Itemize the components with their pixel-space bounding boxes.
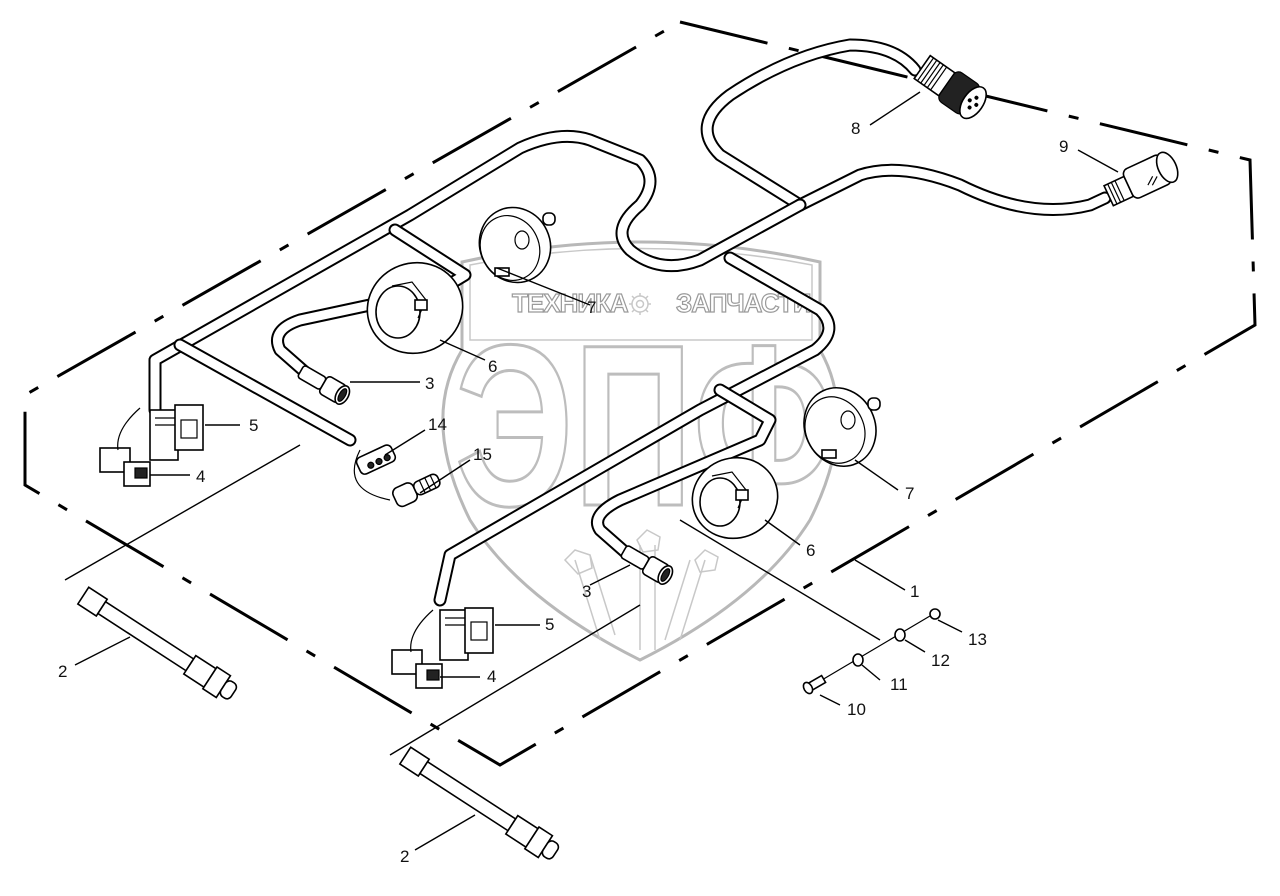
round-connector-part-8	[913, 54, 988, 120]
callout-11[interactable]: 11	[890, 675, 908, 694]
callout-7-upper[interactable]: 7	[587, 298, 596, 317]
callout-7-lower[interactable]: 7	[905, 484, 914, 503]
callout-1[interactable]: 1	[910, 582, 919, 601]
callout-12[interactable]: 12	[931, 651, 950, 670]
callout-2-left[interactable]: 2	[58, 662, 67, 681]
callout-5-upper[interactable]: 5	[249, 416, 258, 435]
nut-part-13	[929, 608, 941, 620]
bulb-socket-part-3-upper	[297, 365, 351, 405]
connector-plug-part-4-lower	[391, 609, 443, 689]
sensor-part-2-left	[76, 586, 238, 700]
callout-9[interactable]: 9	[1059, 137, 1068, 156]
callout-6-upper[interactable]: 6	[488, 357, 497, 376]
connector-plug-part-4-upper	[99, 407, 151, 487]
sensor-part-2-bottom	[398, 746, 560, 860]
callout-5-lower[interactable]: 5	[545, 615, 554, 634]
watermark-left-text: ТЕХНИКА	[512, 288, 629, 318]
callout-10[interactable]: 10	[847, 700, 866, 719]
callout-4-lower[interactable]: 4	[487, 667, 496, 686]
bulb-socket-part-3-lower	[620, 545, 674, 585]
callout-6-lower[interactable]: 6	[806, 541, 815, 560]
callout-13[interactable]: 13	[968, 630, 987, 649]
wiring-harness	[148, 38, 1112, 607]
callout-4-upper[interactable]: 4	[196, 467, 205, 486]
lamp-part-6-lower	[691, 456, 779, 540]
fastener-set	[802, 608, 941, 695]
watermark-gear-icon	[629, 293, 651, 315]
watermark-wheat-icon	[563, 529, 719, 650]
bolt-part-10	[802, 674, 827, 695]
lamp-part-6-upper	[366, 261, 464, 355]
callout-3-upper[interactable]: 3	[425, 374, 434, 393]
connector-housing-part-5-upper	[149, 404, 204, 461]
callout-3-lower[interactable]: 3	[582, 582, 591, 601]
angled-plug-part-9	[1102, 151, 1179, 207]
connector-housing-part-5-lower	[439, 607, 494, 661]
callout-14[interactable]: 14	[428, 415, 447, 434]
callouts: 1 2 2 3 3 4 4 5 5 6 6 7 7 8 9 10 11 12 1…	[58, 119, 1068, 866]
connector-socket-part-14	[355, 444, 397, 475]
connector-plug-part-15	[353, 449, 441, 508]
leader-lines	[64, 91, 1119, 851]
lamp-housing-part-7-upper	[478, 206, 556, 284]
washer-part-11	[852, 653, 864, 667]
callout-2-bottom[interactable]: 2	[400, 847, 409, 866]
callout-15[interactable]: 15	[473, 445, 492, 464]
assembly-boundary-frame	[23, 20, 1257, 767]
lamp-housing-part-7-lower	[803, 387, 881, 467]
washer-part-12	[894, 628, 906, 642]
callout-8[interactable]: 8	[851, 119, 860, 138]
